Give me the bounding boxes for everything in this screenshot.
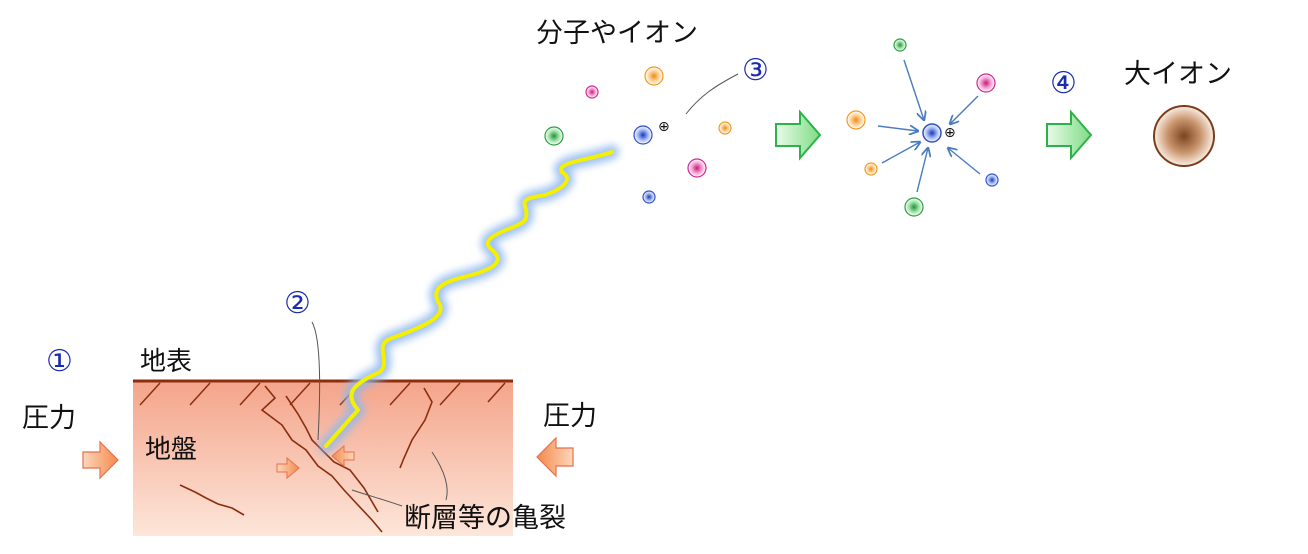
central-ion <box>922 123 942 143</box>
ground-surface-label: 地表 <box>140 347 192 377</box>
particle-blue <box>642 190 656 204</box>
ground-block: 地表 地盤 <box>133 347 513 536</box>
pressure-arrow-right <box>536 436 574 478</box>
step4-number: ④ <box>1050 66 1077 101</box>
particle-cluster: ⊕ <box>544 66 732 204</box>
ground-rect <box>133 381 513 536</box>
plus-sign-icon: ⊕ <box>658 119 670 135</box>
flow-arrow-2 <box>1046 109 1093 161</box>
pressure-arrow-left <box>82 440 119 480</box>
attraction-arrows <box>877 59 981 193</box>
pressure-left-label: 圧力 <box>22 403 76 434</box>
molecules-ions-label: 分子やイオン <box>536 18 698 49</box>
particle-magenta <box>585 85 599 99</box>
step3-number: ③ <box>742 53 769 88</box>
callout-line-step3 <box>685 73 739 115</box>
flow-arrow-1 <box>775 109 822 161</box>
ground-label: 地盤 <box>145 435 197 465</box>
plus-sign-icon: ⊕ <box>944 125 956 141</box>
discharge-bolt <box>319 145 619 453</box>
callout-line-step2 <box>311 321 321 441</box>
particle-orange <box>846 110 866 130</box>
particle-magenta <box>687 158 707 178</box>
callout-line-cracks-2 <box>431 451 448 501</box>
clustering-group: ⊕ <box>846 38 999 217</box>
particle-blue <box>985 173 999 187</box>
particle-green <box>893 38 907 52</box>
particle-orange <box>864 162 878 176</box>
large-ion-label: 大イオン <box>1124 59 1232 90</box>
callout-line-cracks <box>351 489 403 507</box>
large-ion <box>1153 105 1215 167</box>
particle-magenta <box>976 73 996 93</box>
particle-green <box>904 197 924 217</box>
fault-pressure-arrow-a <box>276 456 300 480</box>
fault-cracks-label: 断層等の亀裂 <box>404 503 566 534</box>
particle-orange <box>718 121 732 135</box>
fault-pressure-arrow-b <box>331 444 355 468</box>
particle-blue <box>633 125 653 145</box>
particle-green <box>544 126 564 146</box>
pressure-right-label: 圧力 <box>543 401 597 432</box>
step1-number: ① <box>46 344 73 379</box>
particle-orange <box>644 66 664 86</box>
step2-number: ② <box>284 286 311 321</box>
